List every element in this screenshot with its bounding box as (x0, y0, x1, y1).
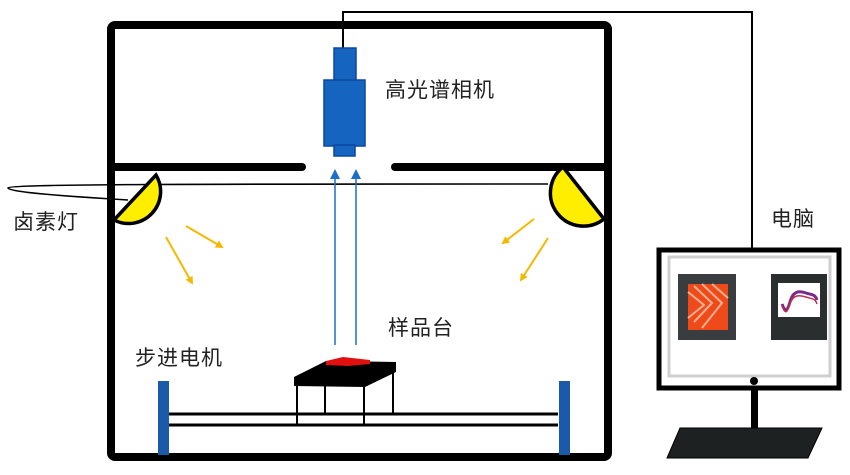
data-cable (342, 11, 753, 250)
label-motor: 步进电机 (135, 346, 223, 370)
label-stage: 样品台 (388, 316, 454, 340)
label-computer: 电脑 (771, 207, 815, 231)
enclosure-frame (107, 21, 612, 461)
sample-stage (294, 357, 396, 425)
label-lamp: 卤素灯 (13, 210, 79, 234)
light-ray (185, 225, 224, 249)
monitor-stand (751, 388, 758, 428)
screen-sample-image (678, 274, 736, 340)
lamp-wire (7, 183, 549, 201)
stepper-motor-post-left (158, 381, 169, 455)
light-ray (501, 218, 535, 245)
halogen-lamp-right (548, 164, 607, 228)
stepper-motor-post-right (559, 381, 570, 455)
light-ray (165, 236, 193, 285)
screen-spectra-plot (771, 274, 827, 340)
monitor-base (666, 427, 823, 459)
light-ray (519, 237, 549, 282)
halogen-lamp-left (111, 172, 163, 226)
hyperspectral-camera (323, 47, 366, 157)
label-camera: 高光谱相机 (385, 78, 495, 102)
computer-monitor (656, 247, 842, 459)
sample (326, 357, 370, 366)
